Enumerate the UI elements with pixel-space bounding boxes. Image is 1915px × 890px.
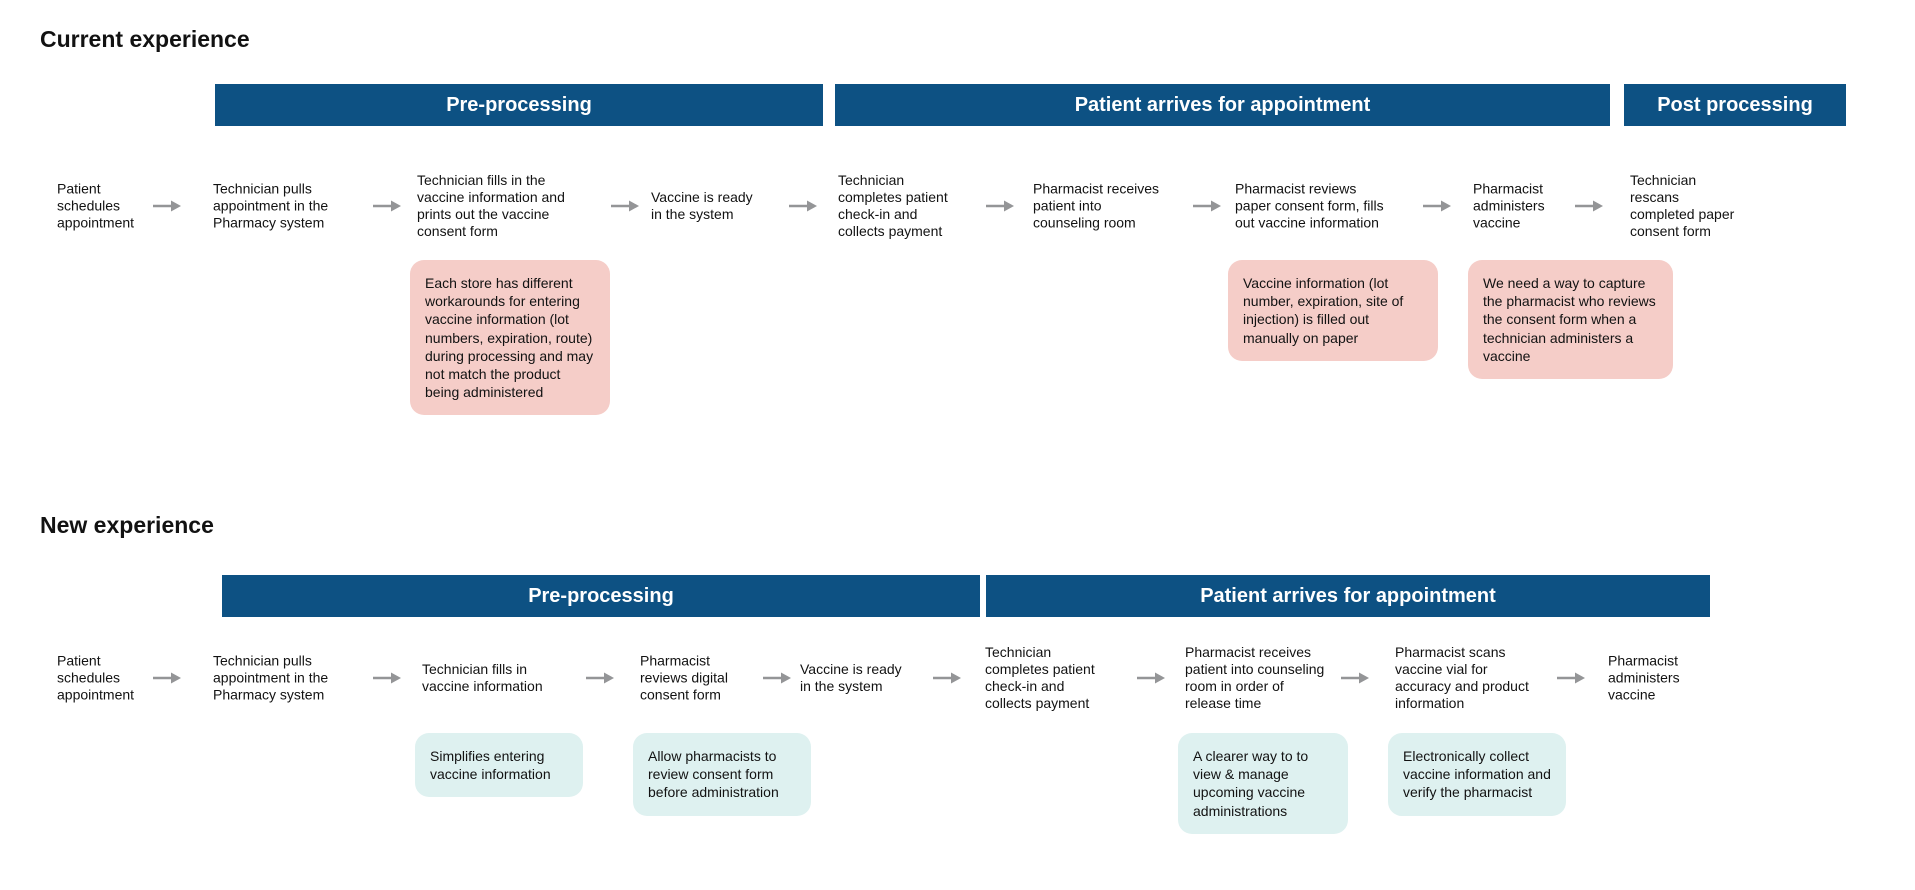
- flow-arrow-icon: [1423, 200, 1451, 212]
- flow-arrow-icon: [1575, 200, 1603, 212]
- phase-header-pre-processing: Pre-processing: [215, 84, 823, 126]
- phase-header-patient-arrives: Patient arrives for appointment: [835, 84, 1610, 126]
- flow-arrow-icon: [1341, 672, 1369, 684]
- flow-step: Vaccine is ready in the system: [651, 188, 753, 222]
- phase-header-post-processing: Post processing: [1624, 84, 1846, 126]
- section-title-current: Current experience: [40, 26, 250, 52]
- pain-point-callout: Vaccine information (lot number, expirat…: [1228, 260, 1438, 361]
- benefit-callout: Electronically collect vaccine informati…: [1388, 733, 1566, 816]
- flow-arrow-icon: [1557, 672, 1585, 684]
- phase-label: Patient arrives for appointment: [1074, 93, 1371, 116]
- flow-arrow-icon: [763, 672, 791, 684]
- flow-arrow-icon: [153, 200, 181, 212]
- flow-arrow-icon: [373, 672, 401, 684]
- flow-step: Technician rescans completed paper conse…: [1630, 171, 1735, 240]
- flow-step: Pharmacist administers vaccine: [1473, 180, 1545, 231]
- flow-arrow-icon: [1137, 672, 1165, 684]
- benefit-callout: A clearer way to to view & manage upcomi…: [1178, 733, 1348, 834]
- flow-step: Pharmacist reviews paper consent form, f…: [1235, 180, 1384, 231]
- flow-step: Pharmacist receives patient into counsel…: [1185, 643, 1325, 712]
- flow-arrow-icon: [789, 200, 817, 212]
- flow-step: Pharmacist administers vaccine: [1608, 652, 1680, 703]
- flow-step: Vaccine is ready in the system: [800, 660, 902, 694]
- flow-arrow-icon: [986, 200, 1014, 212]
- benefit-callout: Simplifies entering vaccine information: [415, 733, 583, 798]
- flow-step: Pharmacist reviews digital consent form: [640, 652, 728, 703]
- flow-step: Technician fills in vaccine information: [422, 660, 543, 694]
- benefit-callout: Allow pharmacists to review consent form…: [633, 733, 811, 816]
- phase-label: Post processing: [1657, 93, 1813, 116]
- flow-arrow-icon: [611, 200, 639, 212]
- pain-point-callout: We need a way to capture the pharmacist …: [1468, 260, 1673, 379]
- flow-step: Patient schedules appointment: [57, 652, 135, 703]
- flow-step: Technician fills in the vaccine informat…: [417, 171, 565, 240]
- phase-label: Pre-processing: [446, 93, 592, 116]
- flow-arrow-icon: [586, 672, 614, 684]
- flow-step: Technician completes patient check-in an…: [838, 171, 948, 240]
- flow-step: Pharmacist receives patient into counsel…: [1033, 180, 1160, 231]
- phase-header-pre-processing: Pre-processing: [222, 575, 980, 617]
- phase-label: Pre-processing: [528, 584, 674, 607]
- phase-header-patient-arrives: Patient arrives for appointment: [986, 575, 1710, 617]
- pain-point-callout: Each store has different workarounds for…: [410, 260, 610, 416]
- phase-label: Patient arrives for appointment: [1200, 584, 1496, 607]
- flow-step: Technician completes patient check-in an…: [985, 643, 1095, 712]
- flow-step: Technician pulls appointment in the Phar…: [213, 652, 329, 703]
- section-title-new: New experience: [40, 512, 214, 538]
- flow-step: Patient schedules appointment: [57, 180, 135, 231]
- flow-arrow-icon: [933, 672, 961, 684]
- flow-arrow-icon: [153, 672, 181, 684]
- flow-arrow-icon: [373, 200, 401, 212]
- flow-step: Pharmacist scans vaccine vial for accura…: [1395, 643, 1529, 712]
- flow-arrow-icon: [1193, 200, 1221, 212]
- flow-step: Technician pulls appointment in the Phar…: [213, 180, 329, 231]
